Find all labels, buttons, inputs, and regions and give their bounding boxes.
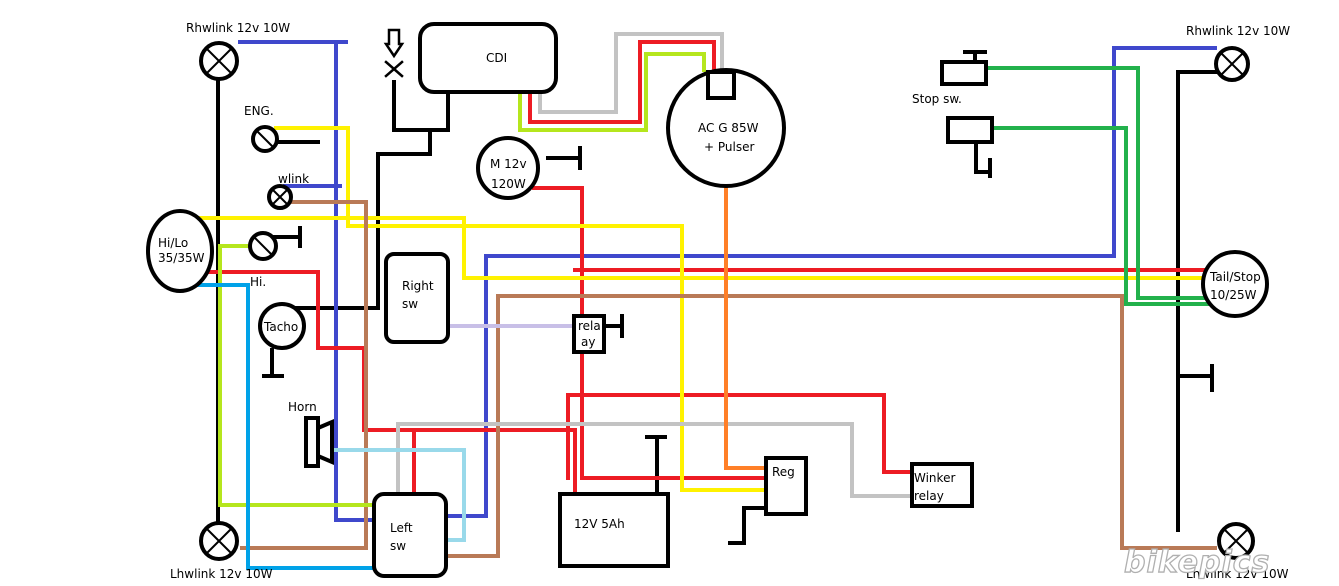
label-tail-1: Tail/Stop (1209, 270, 1261, 284)
lh-winker-left-icon (199, 521, 239, 561)
wire-black-reg-ground (728, 506, 770, 545)
right-switch-box (384, 252, 450, 344)
wire-black-tacho-ground (262, 348, 284, 378)
wire-lime-left (218, 244, 378, 507)
label-right-sw-2: sw (402, 297, 418, 311)
wire-black-relay-ground (603, 314, 624, 338)
wire-black-battery (645, 435, 667, 496)
battery-box (558, 492, 670, 568)
label-hilo-2: 35/35W (158, 251, 205, 265)
horn-icon (304, 416, 334, 468)
label-cdi: CDI (486, 51, 507, 65)
label-lhwlink-left: Lhwlink 12v 10W (170, 567, 273, 581)
wire-brown-main (434, 294, 1217, 558)
wire-gray-cdi (538, 32, 724, 114)
wire-green-stopsw-bottom (990, 126, 1212, 306)
label-eng: ENG. (244, 104, 274, 118)
winker-relay-box (910, 462, 974, 508)
label-relay-2: ay (581, 335, 595, 349)
label-right-sw-1: Right (402, 279, 434, 293)
cdi-trigger-symbol (383, 28, 405, 78)
label-left-sw-1: Left (390, 521, 413, 535)
label-motor-2: 120W (491, 177, 526, 191)
wire-red-harness (206, 268, 1212, 497)
label-reg: Reg (772, 465, 795, 479)
label-lhwlink-right: Lhwlink 12v 10W (1186, 567, 1289, 581)
wire-black-stopsw (963, 50, 992, 178)
wire-yellow-eng (274, 126, 770, 492)
wire-brown-wlink (240, 200, 368, 550)
components (146, 22, 1269, 578)
left-switch-box (372, 492, 448, 578)
wire-blue-main (442, 46, 1217, 518)
wire-black-right-vertical (1176, 70, 1217, 532)
eng-lamp-icon (251, 125, 279, 153)
wire-yellow-headlight (192, 216, 1212, 280)
label-tacho: Tacho (263, 320, 298, 334)
label-motor-1: M 12v (490, 157, 527, 171)
cdi-box (418, 22, 558, 94)
label-tail-2: 10/25W (1210, 288, 1257, 302)
label-horn: Horn (288, 400, 317, 414)
wire-gray-winker (396, 422, 914, 498)
stop-switch-top-icon (940, 60, 988, 86)
wire-lightblue-horn (328, 448, 466, 542)
hi-lamp-icon (248, 231, 278, 261)
tacho-icon (258, 302, 306, 350)
label-rhwlink-left: Rhwlink 12v 10W (186, 21, 290, 35)
label-winker-1: Winker (914, 471, 955, 485)
label-left-sw-2: sw (390, 539, 406, 553)
wire-cyan-left (194, 283, 380, 570)
label-acg-1: AC G 85W (698, 121, 759, 135)
starter-motor-icon (476, 136, 540, 200)
wire-green-stopsw-top (984, 66, 1212, 300)
watermark-logo: bikepics (1124, 545, 1270, 580)
rh-winker-right-icon (1214, 46, 1250, 82)
wire-red-cdi (528, 40, 716, 124)
wire-black-cdi (280, 80, 450, 310)
wire-lime-cdi (518, 52, 706, 132)
label-wlink: wlink (278, 172, 309, 186)
wire-black-motor-ground (546, 146, 582, 170)
label-stop-sw: Stop sw. (912, 92, 962, 106)
wire-red-winker (566, 393, 914, 480)
label-winker-2: relay (914, 489, 944, 503)
starter-relay-box (572, 314, 606, 354)
label-acg-2: + Pulser (704, 140, 754, 154)
tail-stop-light-icon (1201, 250, 1269, 318)
label-hi: Hi. (250, 275, 266, 289)
acg-pulser-icon (706, 70, 736, 100)
label-hilo-1: Hi/Lo (158, 236, 188, 250)
rh-winker-left-icon (199, 41, 239, 81)
wire-orange-acg (724, 184, 770, 470)
labels: Rhwlink 12v 10W Rhwlink 12v 10W Lhwlink … (158, 21, 1290, 581)
stop-switch-bottom-icon (946, 116, 994, 144)
lh-winker-right-icon (1217, 522, 1255, 560)
regulator-box (764, 456, 808, 516)
label-relay-1: rela (578, 319, 601, 333)
headlight-icon (146, 209, 214, 293)
label-battery: 12V 5Ah (574, 517, 625, 531)
label-rhwlink-right: Rhwlink 12v 10W (1186, 24, 1290, 38)
wlink-lamp-icon (267, 184, 293, 210)
